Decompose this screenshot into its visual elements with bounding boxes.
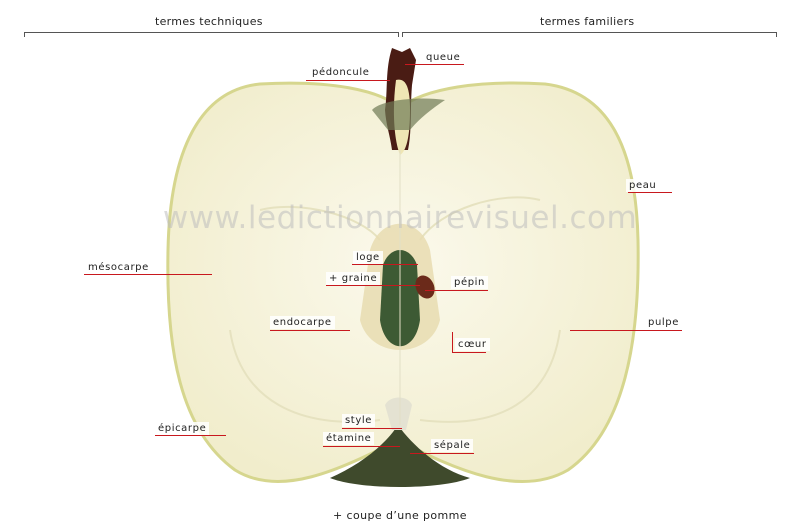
leader-line (342, 428, 402, 429)
leader-line (628, 192, 672, 193)
leaf-base (372, 98, 445, 130)
core-line (229, 196, 561, 423)
leader-line (352, 264, 418, 265)
style-area (385, 397, 412, 430)
pip (415, 275, 435, 299)
label-pedoncule[interactable]: pédoncule (309, 66, 373, 79)
label-pulpe[interactable]: pulpe (645, 316, 682, 329)
leader-line (405, 64, 464, 65)
label-graine[interactable]: + graine (326, 272, 381, 285)
calyx (330, 425, 470, 487)
leader-line (452, 332, 453, 353)
label-epicarpe[interactable]: épicarpe (155, 422, 210, 435)
leader-line (155, 435, 226, 436)
label-queue[interactable]: queue (423, 51, 464, 64)
label-sepale[interactable]: sépale (431, 439, 474, 452)
label-endocarpe[interactable]: endocarpe (270, 316, 335, 329)
label-peau[interactable]: peau (626, 179, 660, 192)
bracket-technical (24, 32, 399, 37)
label-style[interactable]: style (342, 414, 375, 427)
leader-line (410, 453, 474, 454)
leader-line (323, 446, 400, 447)
label-mesocarpe[interactable]: mésocarpe (85, 261, 152, 274)
bracket-familiar (402, 32, 777, 37)
leader-line (326, 285, 420, 286)
leader-line (270, 330, 350, 331)
leader-line (570, 330, 682, 331)
header-technical-terms: termes techniques (155, 15, 263, 28)
caption[interactable]: + coupe d’une pomme (333, 509, 467, 522)
label-coeur[interactable]: cœur (455, 338, 490, 351)
leader-line (452, 352, 486, 353)
leader-line (425, 290, 488, 291)
watermark: www.ledictionnairevisuel.com (162, 200, 638, 236)
header-familiar-terms: termes familiers (540, 15, 635, 28)
label-etamine[interactable]: étamine (323, 432, 375, 445)
label-pepin[interactable]: pépin (451, 276, 488, 289)
leader-line (306, 80, 390, 81)
label-loge[interactable]: loge (353, 251, 383, 264)
leader-line (84, 274, 212, 275)
